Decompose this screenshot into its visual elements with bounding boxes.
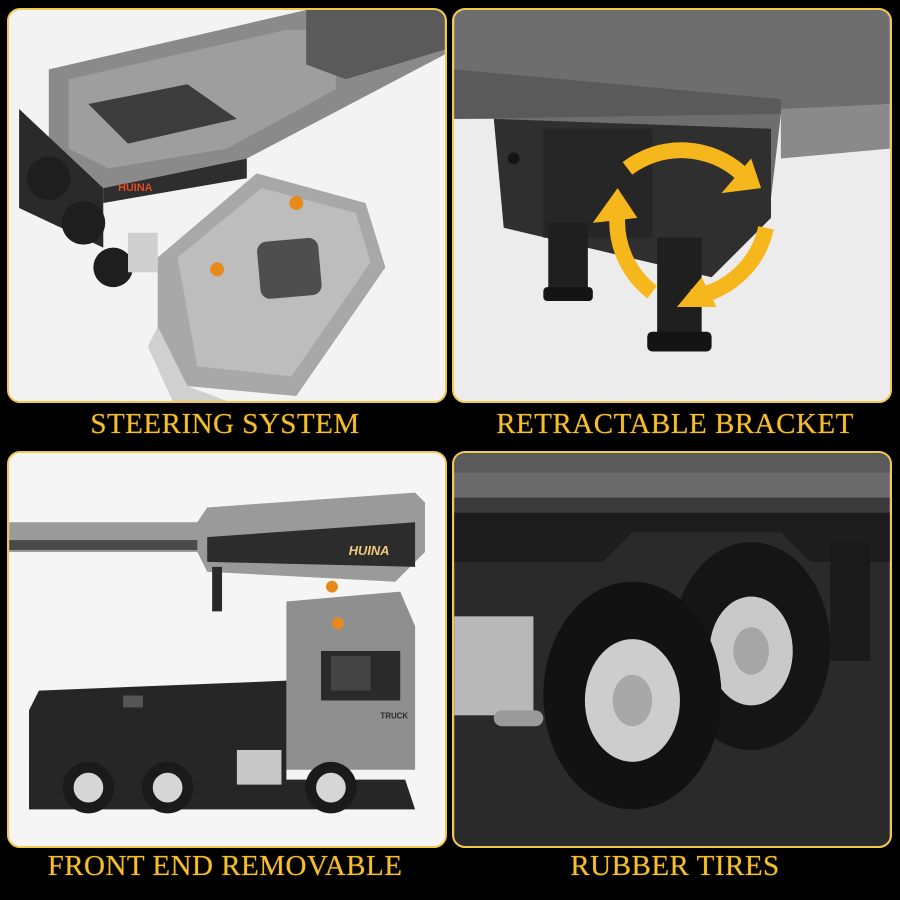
wheel [305, 761, 357, 814]
marker-lamp [289, 196, 304, 210]
steering-system-panel: HUINA [7, 8, 447, 403]
bracket-closeup-image [454, 10, 890, 401]
truck-top-view-image: HUINA [9, 10, 445, 401]
marker-lamp [210, 262, 225, 277]
caption-retractable-bracket: RETRACTABLE BRACKET [496, 408, 854, 440]
front-end-removable-panel: HUINA TRUCK [7, 451, 447, 848]
truck-side-view-image: HUINA TRUCK [9, 453, 445, 846]
caption-steering-system: STEERING SYSTEM [90, 408, 360, 440]
wheel [62, 761, 115, 814]
tire-front [543, 581, 722, 810]
rubber-tires-panel [452, 451, 892, 848]
retractable-bracket-panel [452, 8, 892, 403]
huina-logo: HUINA [118, 182, 153, 194]
sunroof [257, 237, 322, 299]
truck-badge: TRUCK [380, 711, 408, 720]
wheel [141, 761, 194, 814]
marker-lamp [325, 580, 338, 593]
caption-front-end-removable: FRONT END REMOVABLE [47, 850, 403, 882]
tires-closeup-image [454, 453, 890, 846]
caption-rubber-tires: RUBBER TIRES [570, 850, 780, 882]
huina-logo: HUINA [349, 543, 390, 558]
marker-lamp [331, 617, 344, 630]
